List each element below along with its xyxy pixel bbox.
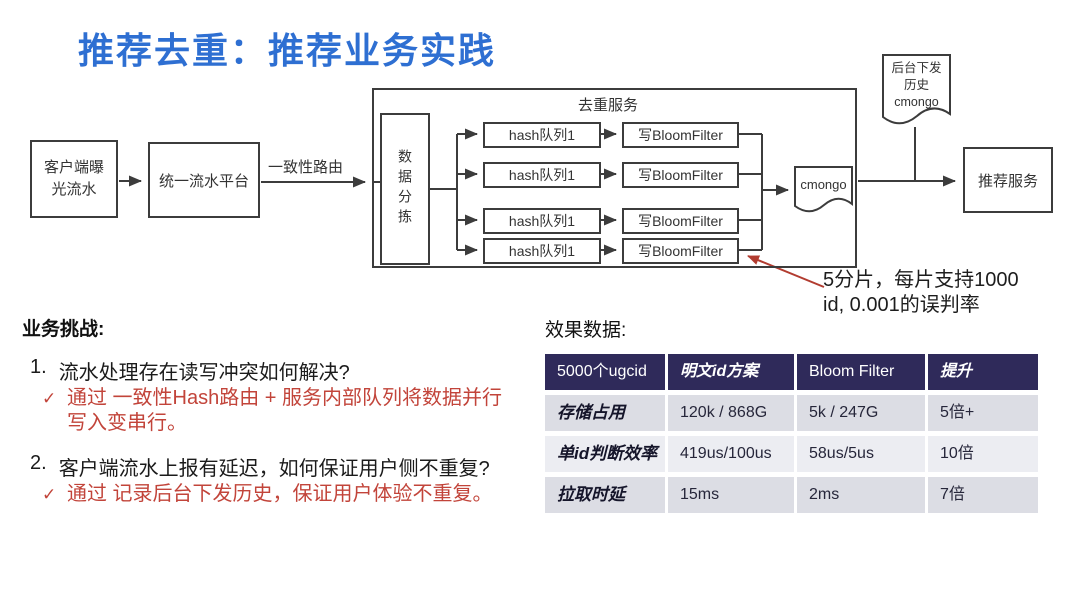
table-cell: 58us/5us [797, 436, 925, 472]
write-bloomfilter-box-2: 写BloomFilter [622, 162, 739, 188]
write-bloomfilter-box-3: 写BloomFilter [622, 208, 739, 234]
history-doc-line2: 历史 [903, 78, 929, 92]
challenge-1-question: 流水处理存在读写冲突如何解决? [58, 362, 350, 384]
table-cell: 5倍+ [928, 395, 1038, 431]
challenge-item-1: 1. 流水处理存在读写冲突如何解决? [30, 356, 350, 385]
challenges-heading: 业务挑战: [22, 319, 105, 340]
table-header-plain-id: 明文id方案 [668, 354, 794, 390]
table-header-improvement: 提升 [928, 354, 1038, 390]
check-icon: ✓ [42, 389, 57, 408]
table-cell: 2ms [797, 477, 925, 513]
results-heading: 效果数据: [545, 320, 627, 341]
history-doc-line1: 后台下发 [891, 61, 942, 75]
challenge-2-answer: 通过 记录后台下发历史，保证用户体验不重复。 [67, 483, 493, 505]
check-icon: ✓ [42, 485, 57, 504]
history-doc-line3: cmongo [894, 95, 939, 109]
data-sort-box: 数据分拣 [380, 113, 430, 265]
hash-queue-box-4: hash队列1 [483, 238, 601, 264]
results-table: 5000个ugcid 明文id方案 Bloom Filter 提升 存储占用 1… [545, 354, 1038, 513]
page-title: 推荐去重：推荐业务实践 [78, 30, 497, 71]
unified-platform-box: 统一流水平台 [148, 142, 260, 218]
consistent-route-label: 一致性路由 [268, 159, 344, 176]
challenge-item-2: 2. 客户端流水上报有延迟，如何保证用户侧不重复? [30, 452, 490, 481]
challenge-1-answer: 通过 一致性Hash路由 + 服务内部队列将数据并行写入变串行。 [67, 387, 503, 434]
challenge-2-number: 2. [30, 452, 47, 474]
hash-queue-box-2: hash队列1 [483, 162, 601, 188]
shard-annotation-line2: id, 0.001的误判率 [823, 294, 980, 316]
challenge-1-number: 1. [30, 356, 47, 378]
table-cell: 15ms [668, 477, 794, 513]
table-header-bloom-filter: Bloom Filter [797, 354, 925, 390]
hash-queue-box-1: hash队列1 [483, 122, 601, 148]
dedup-service-label: 去重服务 [578, 97, 639, 114]
data-sort-label: 数据分拣 [397, 149, 413, 229]
table-row-label: 存储占用 [545, 395, 665, 431]
history-doc-label: 后台下发 历史 cmongo [883, 60, 950, 111]
hash-queue-box-3: hash队列1 [483, 208, 601, 234]
shard-annotation-line1: 5分片，每片支持1000 [823, 269, 1019, 291]
table-row-label: 单id判断效率 [545, 436, 665, 472]
table-cell: 5k / 247G [797, 395, 925, 431]
shard-annotation: 5分片，每片支持1000 id, 0.001的误判率 [823, 268, 1019, 318]
client-stream-box: 客户端曝光流水 [30, 140, 118, 218]
cmongo-doc-label: cmongo [800, 177, 847, 192]
table-cell: 419us/100us [668, 436, 794, 472]
table-cell: 7倍 [928, 477, 1038, 513]
table-row-label: 拉取时延 [545, 477, 665, 513]
table-cell: 120k / 868G [668, 395, 794, 431]
write-bloomfilter-box-1: 写BloomFilter [622, 122, 739, 148]
table-header-ugcid: 5000个ugcid [545, 354, 665, 390]
dedup-service-container [372, 88, 857, 268]
write-bloomfilter-box-4: 写BloomFilter [622, 238, 739, 264]
recommend-service-box: 推荐服务 [963, 147, 1053, 213]
table-cell: 10倍 [928, 436, 1038, 472]
challenge-2-question: 客户端流水上报有延迟，如何保证用户侧不重复? [58, 458, 490, 480]
